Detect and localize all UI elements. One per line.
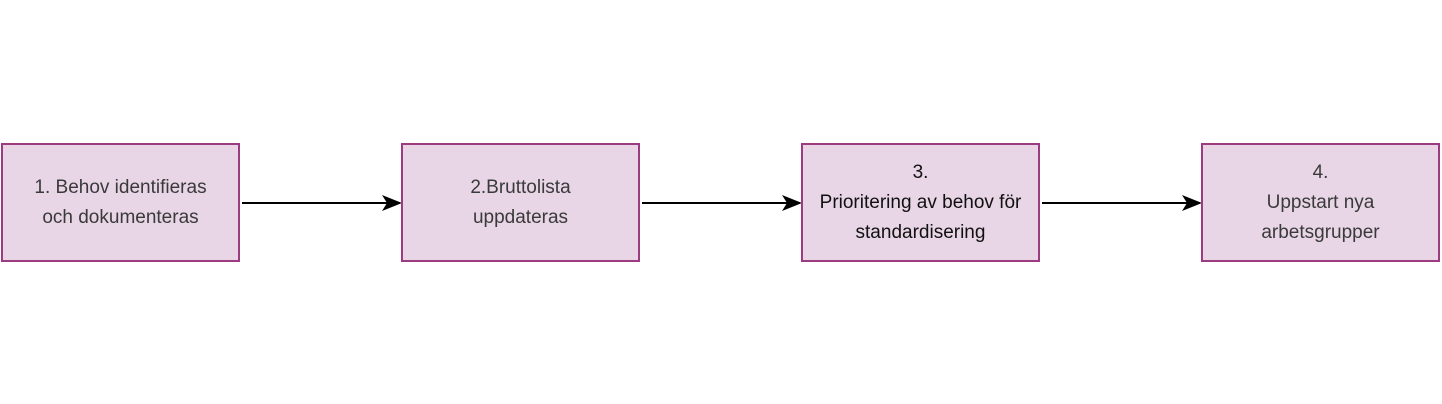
step-4-box: 4. Uppstart nya arbetsgrupper [1201, 143, 1440, 262]
step-2-line-2: uppdateras [472, 206, 569, 228]
step-1-line-2: och dokumenteras [42, 206, 199, 228]
step-4-line-2: Uppstart nya [1266, 191, 1375, 213]
step-1-line-1: 1. Behov identifieras [34, 176, 207, 198]
step-3-line-3: standardisering [855, 221, 986, 243]
step-4-line-3: arbetsgrupper [1261, 221, 1380, 243]
step-4-line-1: 4. [1312, 161, 1329, 183]
step-2-box: 2.Bruttolista uppdateras [401, 143, 640, 262]
step-2-line-1: 2.Bruttolista [470, 176, 571, 198]
step-3-box: 3. Prioritering av behov för standardise… [801, 143, 1040, 262]
step-3-line-2: Prioritering av behov för [819, 191, 1022, 213]
step-3-line-1: 3. [912, 161, 929, 183]
step-1-box: 1. Behov identifieras och dokumenteras [1, 143, 240, 262]
